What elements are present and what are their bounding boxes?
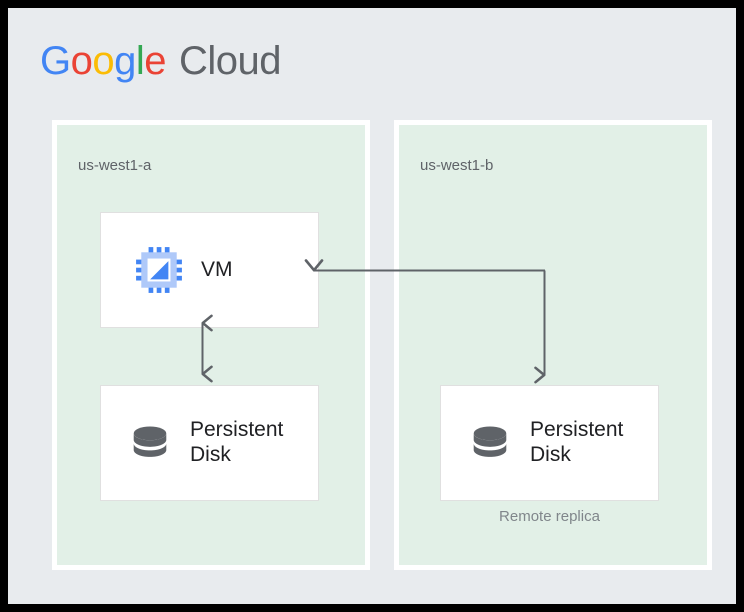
logo-letter-o-yellow: o: [92, 39, 115, 83]
logo-letter-l-green: l: [135, 39, 145, 83]
database-disk-icon: [473, 426, 507, 457]
zone-us-west1-b: us-west1-b: [394, 120, 712, 570]
persistent-disk-a-label: Persistent Disk: [190, 418, 284, 466]
google-wordmark: Google Cloud: [40, 38, 282, 84]
resource-card-persistent-disk-a[interactable]: Persistent Disk: [100, 385, 319, 501]
logo-letter-o-red: o: [70, 39, 93, 83]
google-cloud-logo: Google Cloud: [40, 38, 282, 84]
database-disk-icon: [133, 426, 167, 457]
zone-a-label: us-west1-a: [78, 157, 152, 174]
persistent-disk-b-label: Persistent Disk: [530, 418, 624, 466]
diagram-canvas: Google Cloud us-west1-a us-west1-b: [8, 8, 736, 604]
logo-letter-g-blue-2: g: [114, 39, 136, 83]
remote-replica-caption: Remote replica: [499, 508, 600, 525]
resource-card-vm[interactable]: VM: [100, 212, 319, 328]
zone-b-label: us-west1-b: [420, 157, 494, 174]
logo-cloud-text: Cloud: [179, 39, 282, 83]
logo-letter-e-red: e: [144, 39, 167, 83]
zone-us-west1-a: us-west1-a: [52, 120, 370, 570]
resource-card-persistent-disk-b[interactable]: Persistent Disk: [440, 385, 659, 501]
vm-label: VM: [201, 257, 233, 281]
logo-letter-g-blue: G: [40, 39, 71, 83]
cpu-chip-icon: [136, 247, 182, 293]
